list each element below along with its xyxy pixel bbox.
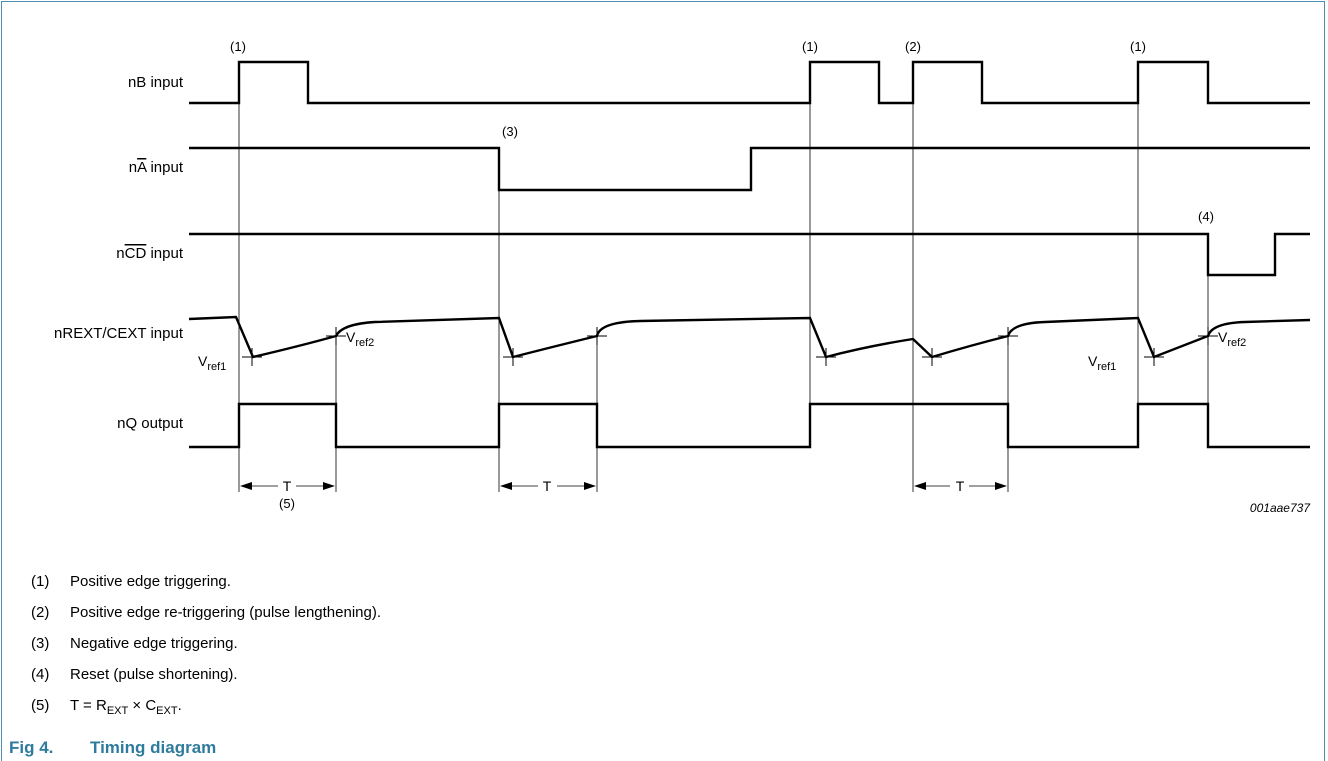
annotation-1-third: (1) — [1130, 39, 1146, 54]
svg-text:T: T — [283, 478, 292, 494]
timing-diagram: nB input nA input nCD input nREXT/CEXT i… — [54, 39, 1311, 515]
note-item: (2)Positive edge re-triggering (pulse le… — [31, 604, 382, 621]
note-item: (4)Reset (pulse shortening). — [31, 666, 238, 683]
figure-id: 001aae737 — [1250, 501, 1311, 515]
annotation-1-second: (1) — [802, 39, 818, 54]
notes-list: (1)Positive edge triggering. (2)Positive… — [31, 573, 381, 728]
nb-input-label: nB input — [128, 74, 184, 91]
vref2-label-right: Vref2 — [1218, 329, 1246, 349]
ncd-waveform — [189, 232, 1310, 277]
rext-cext-input-label: nREXT/CEXT input — [54, 325, 184, 342]
note-item: (3)Negative edge triggering. — [31, 635, 238, 652]
vref2-label-left: Vref2 — [346, 329, 374, 349]
na-waveform — [189, 146, 1310, 192]
annotation-5: (5) — [279, 496, 295, 511]
nq-waveform — [189, 402, 1310, 449]
svg-text:T: T — [956, 478, 965, 494]
vref1-label-left: Vref1 — [198, 353, 226, 373]
t-dimension-3: T — [914, 478, 1007, 494]
vref1-label-right: Vref1 — [1088, 353, 1116, 373]
annotation-1-first: (1) — [230, 39, 246, 54]
figure-caption: Fig 4. Timing diagram — [9, 738, 216, 758]
nb-waveform — [189, 60, 1310, 105]
annotation-3: (3) — [502, 124, 518, 139]
vref-markers — [242, 327, 1218, 366]
annotation-4: (4) — [1198, 209, 1214, 224]
note-item: (1)Positive edge triggering. — [31, 573, 231, 590]
formula: T = REXT × CEXT. — [70, 697, 182, 717]
figure-title: Timing diagram — [90, 738, 217, 757]
t-dimension-1: T — [240, 478, 335, 494]
na-input-label: nA input — [129, 159, 184, 176]
svg-text:T: T — [543, 478, 552, 494]
figure-number: Fig 4. — [9, 738, 54, 757]
ncd-input-label: nCD input — [116, 245, 184, 262]
guide-lines — [238, 103, 1209, 492]
note-item: (5)T = REXT × CEXT. — [31, 697, 381, 728]
t-dimension-2: T — [500, 478, 596, 494]
annotation-2: (2) — [905, 39, 921, 54]
rext-cext-waveform — [188, 315, 1311, 359]
nq-output-label: nQ output — [117, 415, 184, 432]
